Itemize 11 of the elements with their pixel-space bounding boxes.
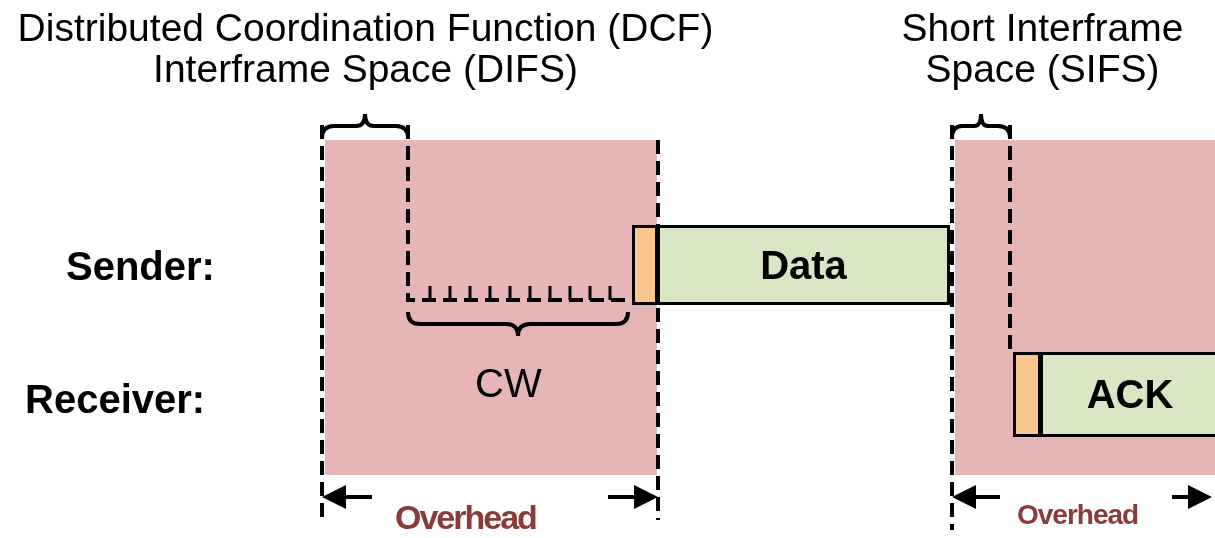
heading-text: Short Interframe Space (SIFS) (900, 8, 1185, 90)
preamble-bar (632, 225, 658, 305)
cw-label: CW (475, 362, 542, 404)
overhead-label: Overhead (395, 500, 536, 536)
row-label: Sender: (66, 245, 215, 287)
overhead-label: Overhead (1017, 500, 1139, 530)
data-frame: Data (657, 225, 950, 305)
row-label: Receiver: (25, 378, 206, 420)
heading-text: Distributed Coordination Function (DCF) Interframe Space (DIFS) (16, 8, 715, 90)
preamble-bar (1013, 352, 1041, 437)
ack-frame: ACK (1040, 352, 1215, 437)
